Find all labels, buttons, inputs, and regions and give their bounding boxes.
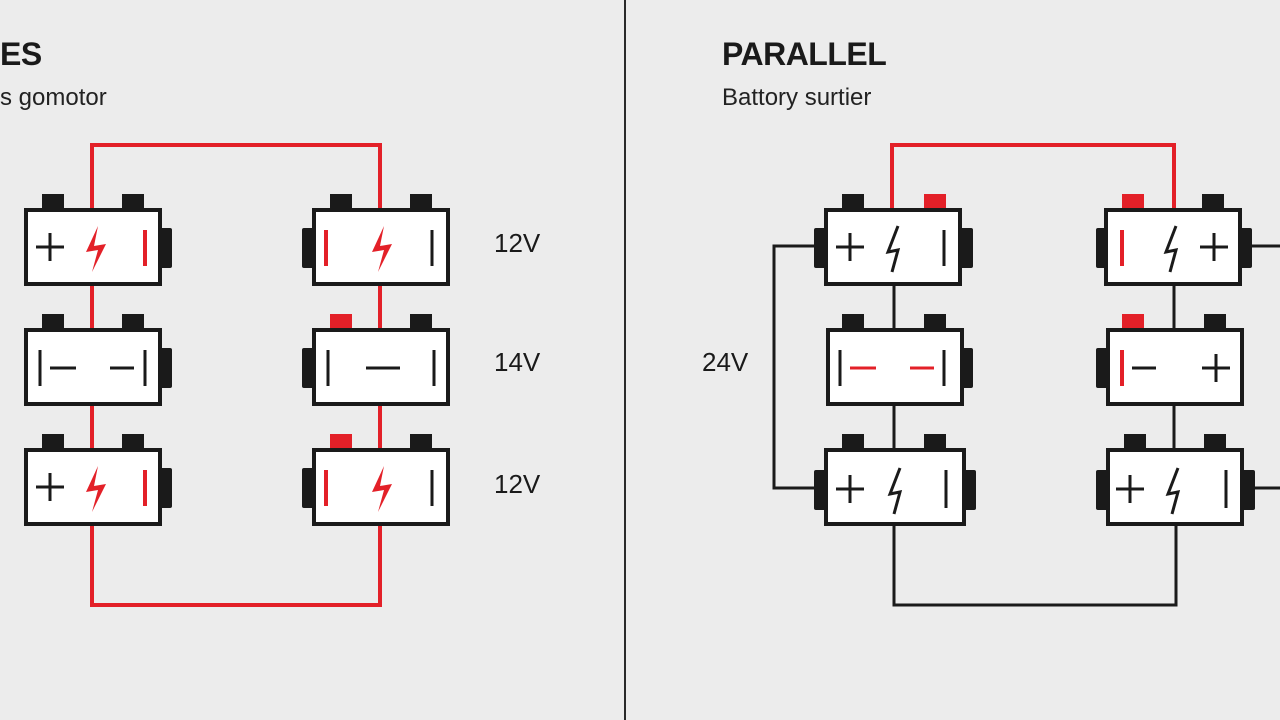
lightning-icon [887,467,903,515]
lightning-icon [1163,225,1179,273]
voltage-label: 14V [494,347,541,377]
lightning-icon [86,226,106,272]
plus-icon [836,475,864,503]
battery-icon [302,194,450,286]
lightning-icon [86,466,106,512]
battery-icon [24,194,172,286]
series-title: ES [0,36,42,72]
battery-icon [1096,434,1255,526]
parallel-red-wire [890,143,1176,210]
plus-icon [36,473,64,501]
plus-icon [36,233,64,261]
lightning-icon [1165,467,1181,515]
battery-icon [826,314,973,406]
battery-icon [24,434,172,526]
parallel-panel: PARALLEL Battory surtier [626,0,1280,720]
voltage-label: 24V [702,347,749,377]
plus-icon [1200,233,1228,261]
voltage-label: 12V [494,228,541,258]
lightning-icon [372,226,392,272]
plus-icon [1202,354,1230,382]
parallel-diagram [772,143,1280,607]
battery-icon [302,434,450,526]
series-wiring [90,143,382,607]
battery-icon [1096,194,1252,286]
parallel-subtitle: Battory surtier [722,84,872,111]
plus-icon [836,233,864,261]
lightning-icon [885,225,901,273]
series-diagram [24,143,450,607]
voltage-label: 12V [494,469,541,499]
battery-icon [1096,314,1244,406]
panel-divider [624,0,626,720]
series-panel: ES s gomotor [0,0,624,720]
parallel-title: PARALLEL [722,36,887,72]
lightning-icon [372,466,392,512]
battery-icon [814,194,973,286]
battery-icon [302,314,450,406]
parallel-wiring [772,244,1280,607]
series-subtitle: s gomotor [0,84,107,111]
battery-icon [814,434,976,526]
battery-icon [24,314,172,406]
plus-icon [1116,475,1144,503]
